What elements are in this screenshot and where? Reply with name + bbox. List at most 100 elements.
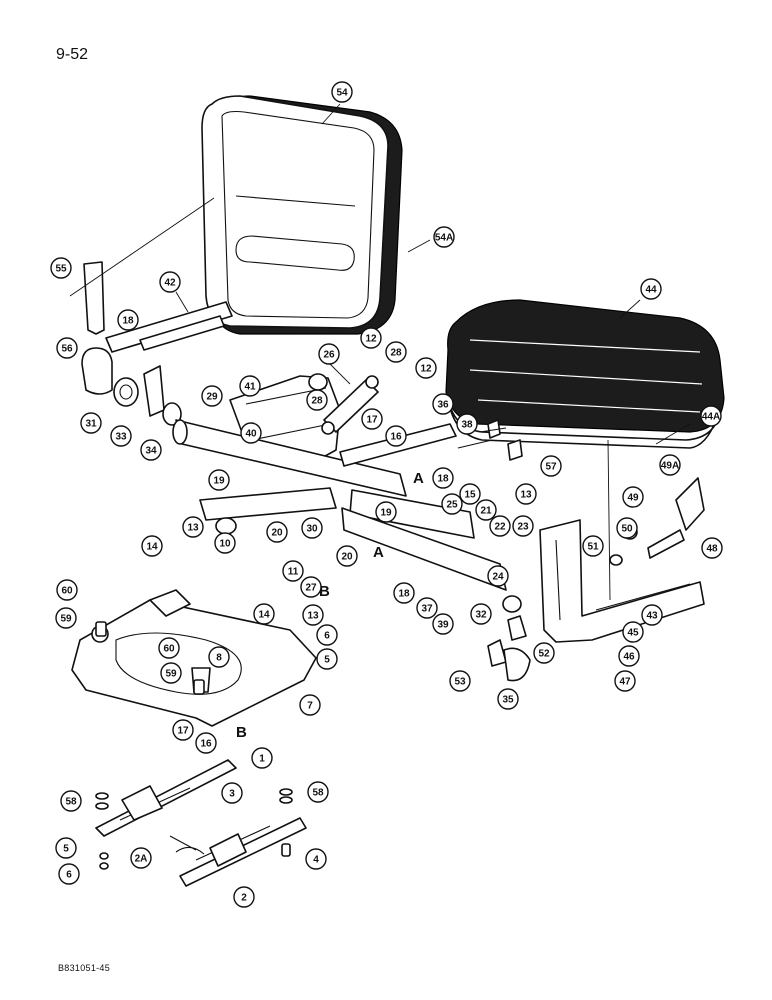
callout-7: 7 [299, 694, 321, 716]
svg-text:41: 41 [244, 382, 256, 393]
svg-text:51: 51 [587, 542, 599, 553]
svg-text:14: 14 [146, 542, 158, 553]
svg-text:46: 46 [623, 652, 635, 663]
page-number: 9-52 [56, 46, 89, 63]
svg-text:60: 60 [163, 644, 175, 655]
callout-34: 34 [140, 439, 162, 461]
callout-6: 6 [316, 624, 338, 646]
svg-text:33: 33 [115, 432, 127, 443]
svg-text:3: 3 [229, 789, 235, 800]
svg-text:7: 7 [307, 701, 313, 712]
svg-text:18: 18 [398, 589, 410, 600]
svg-text:13: 13 [520, 490, 532, 501]
callout-51: 51 [582, 535, 604, 557]
callout-23: 23 [512, 515, 534, 537]
ref-letter-a-upper: A [413, 470, 424, 487]
shock-absorber [321, 375, 379, 435]
callout-58: 58 [60, 790, 82, 812]
svg-text:13: 13 [307, 611, 319, 622]
callout-35: 35 [497, 688, 519, 710]
svg-text:40: 40 [245, 429, 257, 440]
svg-text:28: 28 [311, 396, 323, 407]
svg-text:8: 8 [216, 653, 222, 664]
callout-50: 50 [616, 517, 638, 539]
svg-text:16: 16 [390, 432, 402, 443]
callout-14: 14 [253, 603, 275, 625]
callout-40: 40 [240, 422, 262, 444]
svg-text:18: 18 [437, 474, 449, 485]
callout-15: 15 [459, 483, 481, 505]
svg-text:6: 6 [324, 631, 330, 642]
callout-33: 33 [110, 425, 132, 447]
callout-36: 36 [432, 393, 454, 415]
ref-letter-b-upper: B [319, 583, 330, 600]
svg-text:60: 60 [61, 586, 73, 597]
callout-26: 26 [318, 343, 340, 365]
callout-60: 60 [56, 579, 78, 601]
svg-text:58: 58 [65, 797, 77, 808]
svg-text:27: 27 [305, 583, 317, 594]
callout-16: 16 [385, 425, 407, 447]
callout-5: 5 [55, 837, 77, 859]
seat-slide-rails [95, 759, 307, 887]
callout-17: 17 [361, 408, 383, 430]
svg-text:12: 12 [420, 364, 432, 375]
seat-back-assembly [201, 95, 403, 335]
svg-text:26: 26 [323, 350, 335, 361]
svg-text:48: 48 [706, 544, 718, 555]
callout-27: 27 [300, 576, 322, 598]
svg-text:17: 17 [177, 726, 189, 737]
callout-56: 56 [56, 337, 78, 359]
callout-55: 55 [50, 257, 72, 279]
svg-text:19: 19 [380, 508, 392, 519]
svg-text:18: 18 [122, 316, 134, 327]
callout-42: 42 [159, 271, 181, 293]
callout-16: 16 [195, 732, 217, 754]
pivot-bushings [113, 365, 182, 426]
callout-46: 46 [618, 645, 640, 667]
svg-text:56: 56 [61, 344, 73, 355]
svg-text:32: 32 [475, 610, 487, 621]
svg-text:58: 58 [312, 788, 324, 799]
callout-29: 29 [201, 385, 223, 407]
callout-31: 31 [80, 412, 102, 434]
seat-back-bracket [81, 261, 233, 395]
svg-text:35: 35 [502, 695, 514, 706]
svg-text:21: 21 [480, 506, 492, 517]
callout-6: 6 [58, 863, 80, 885]
svg-text:55: 55 [55, 264, 67, 275]
svg-text:10: 10 [219, 539, 231, 550]
callout-19: 19 [375, 501, 397, 523]
callout-43: 43 [641, 604, 663, 626]
svg-text:5: 5 [324, 655, 330, 666]
svg-text:38: 38 [461, 420, 473, 431]
callout-19: 19 [208, 469, 230, 491]
svg-text:43: 43 [646, 611, 658, 622]
callout-59: 59 [160, 662, 182, 684]
callouts: 54 54A 55 56 42 18 44 12 28 12 26 31 33 … [50, 81, 723, 908]
callout-47: 47 [614, 670, 636, 692]
callout-12: 12 [360, 327, 382, 349]
svg-text:20: 20 [341, 552, 353, 563]
callout-2: 2 [233, 886, 255, 908]
svg-text:50: 50 [621, 524, 633, 535]
svg-text:42: 42 [164, 278, 176, 289]
callout-39: 39 [432, 613, 454, 635]
svg-text:23: 23 [517, 522, 529, 533]
svg-text:25: 25 [446, 500, 458, 511]
svg-text:49A: 49A [661, 461, 679, 472]
svg-text:54: 54 [336, 88, 348, 99]
callout-18: 18 [393, 582, 415, 604]
svg-text:54A: 54A [435, 233, 453, 244]
callout-3: 3 [221, 782, 243, 804]
svg-text:39: 39 [437, 620, 449, 631]
svg-text:12: 12 [365, 334, 377, 345]
svg-text:49: 49 [627, 493, 639, 504]
callout-5: 5 [316, 648, 338, 670]
callout-24: 24 [487, 565, 509, 587]
ref-letter-b-lower: B [236, 724, 247, 741]
callout-48: 48 [701, 537, 723, 559]
ref-letter-a-lower: A [373, 544, 384, 561]
callout-18: 18 [117, 309, 139, 331]
